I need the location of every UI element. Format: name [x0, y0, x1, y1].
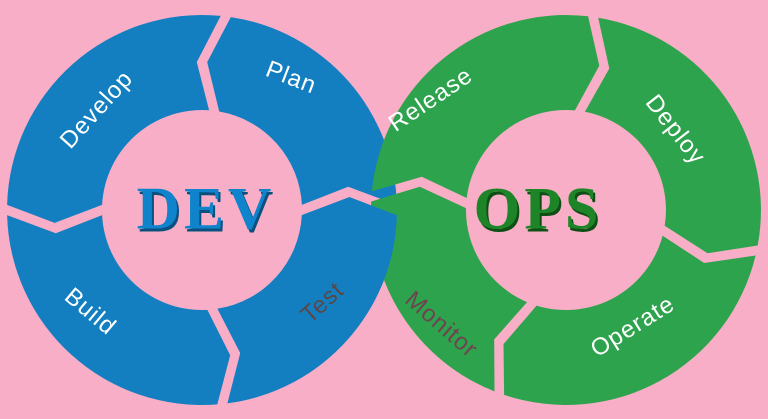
segment-monitor: [371, 186, 528, 392]
segment-release: [371, 15, 600, 199]
segment-plan: [207, 17, 397, 205]
segment-develop: [7, 15, 221, 223]
segment-deploy: [584, 17, 761, 254]
segment-test-overlay: [217, 197, 397, 404]
segment-operate: [503, 235, 756, 405]
dev-title: DEV: [136, 175, 276, 242]
segment-build: [7, 215, 231, 405]
ops-title: OPS: [473, 175, 603, 242]
